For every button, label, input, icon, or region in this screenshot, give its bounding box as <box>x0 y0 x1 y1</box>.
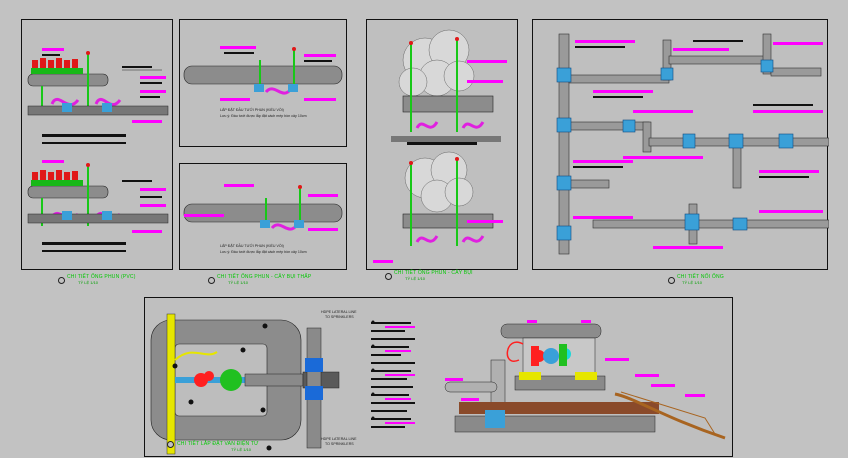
valve-detail-drawing <box>150 313 726 455</box>
scale-3: TỶ LỆ 1/10 <box>405 276 426 281</box>
caption-5: CHI TIẾT LẮP ĐẶT VAN ĐIỆN TỪ <box>177 441 259 447</box>
detail-panel-5 <box>532 19 829 270</box>
detail-drawing-1 <box>27 48 169 252</box>
detail-drawing-3 <box>183 184 343 231</box>
install-note-body-2: Lưu ý: Đầu tưới được lắp đặt cách mép bồ… <box>220 250 307 254</box>
caption-1: CHI TIẾT ỐNG PHUN (PVC) <box>67 274 136 280</box>
detail-marker-1 <box>58 277 65 284</box>
lateral-line-top: HDPE LATERAL LINE <box>321 310 357 314</box>
lateral-line-bottom-2: TO SPRINKLERS <box>325 442 354 446</box>
detail-panel-2: LẮP ĐẶT ĐẦU TƯỚI PHUN (KIỂU VÒI) Lưu ý: … <box>179 19 347 147</box>
scale-4: TỶ LỆ 1/10 <box>682 280 703 285</box>
install-note-title-2: LẮP ĐẶT ĐẦU TƯỚI PHUN (KIỂU VÒI) <box>220 244 284 248</box>
lateral-line-top-2: TO SPRINKLERS <box>325 315 354 319</box>
valve-detail-panel: HDPE LATERAL LINE TO SPRINKLERS HDPE LAT… <box>144 297 733 457</box>
install-note-body: Lưu ý: Đầu tưới được lắp đặt cách mép bồ… <box>220 114 307 118</box>
caption-3: CHI TIẾT ỐNG PHUN - CÂY BỤI <box>394 270 473 276</box>
lateral-line-bottom: HDPE LATERAL LINE <box>321 437 357 441</box>
detail-marker-4 <box>668 277 675 284</box>
detail-marker-2 <box>208 277 215 284</box>
caption-4: CHI TIẾT NỐI ỐNG <box>677 274 724 280</box>
detail-drawing-4 <box>373 29 507 263</box>
detail-panel-3: LẮP ĐẶT ĐẦU TƯỚI PHUN (KIỂU VÒI) Lưu ý: … <box>179 163 347 270</box>
detail-panel-1 <box>21 19 173 270</box>
pipe-network-drawing <box>556 33 829 255</box>
scale-1: TỶ LỆ 1/10 <box>78 280 99 285</box>
detail-marker-3 <box>385 273 392 280</box>
detail-drawing-2 <box>183 46 343 101</box>
scale-2: TỶ LỆ 1/10 <box>228 280 249 285</box>
detail-marker-5 <box>167 441 174 448</box>
detail-panel-4 <box>366 19 518 270</box>
caption-2: CHI TIẾT ỐNG PHUN - CÂY BỤI THẤP <box>217 274 312 280</box>
install-note-title: LẮP ĐẶT ĐẦU TƯỚI PHUN (KIỂU VÒI) <box>220 108 284 112</box>
